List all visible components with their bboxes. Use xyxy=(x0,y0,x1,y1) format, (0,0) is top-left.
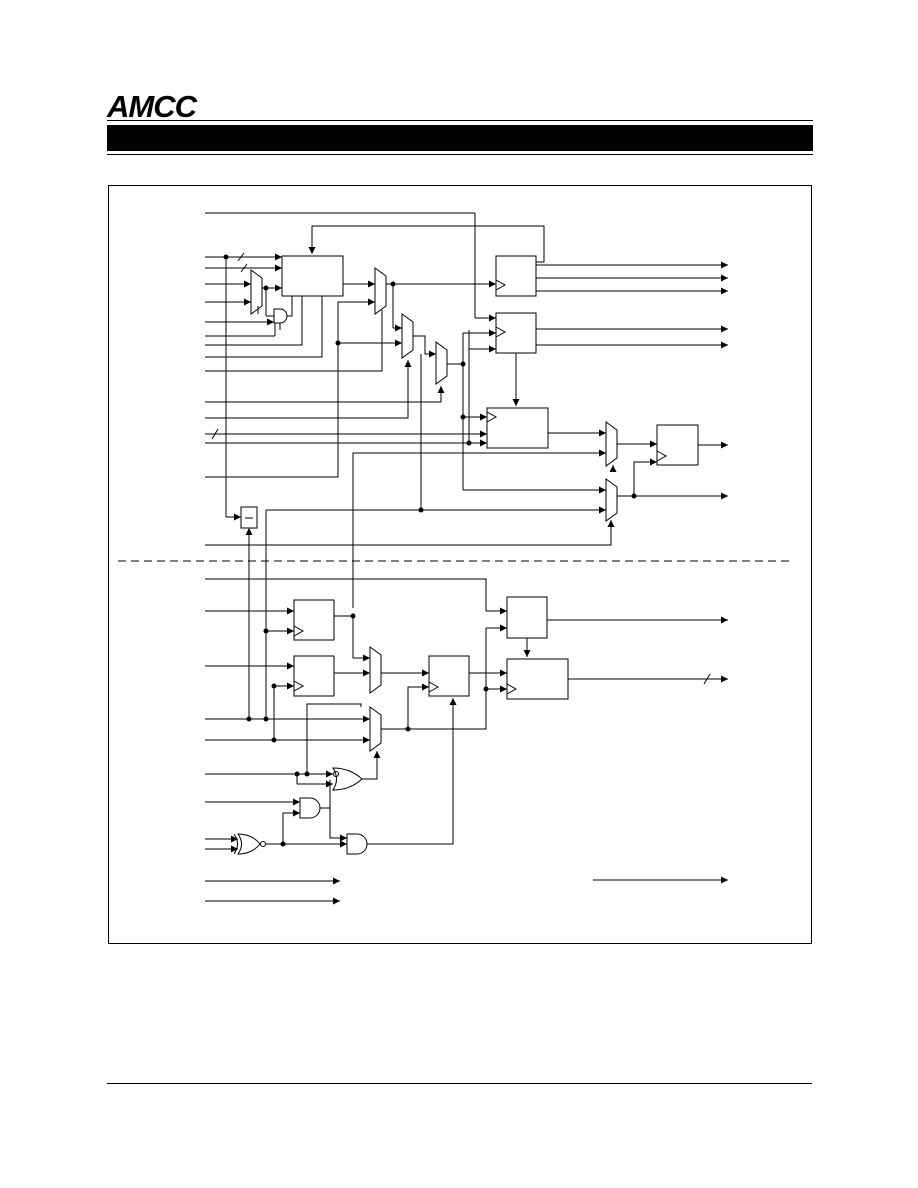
clock-triangle xyxy=(656,450,668,462)
mux xyxy=(605,478,618,522)
mux xyxy=(369,706,382,752)
lower-control-block xyxy=(506,596,548,639)
header-rule xyxy=(107,120,813,121)
mux xyxy=(401,313,414,359)
clock-triangle xyxy=(495,279,507,291)
clock-triangle xyxy=(486,411,498,423)
output-register-b xyxy=(495,312,537,354)
and-gate xyxy=(346,833,368,855)
figure-frame xyxy=(108,185,812,944)
mux xyxy=(374,267,387,315)
accumulator-register xyxy=(486,407,549,449)
mux xyxy=(605,421,618,467)
amcc-logo: AMCC xyxy=(107,89,197,124)
lower-output-register xyxy=(506,658,569,700)
final-output-register xyxy=(656,424,699,466)
header-bar xyxy=(107,125,813,151)
header-underline xyxy=(107,154,813,155)
and-gate xyxy=(273,308,288,324)
lower-register-a xyxy=(293,599,335,641)
lower-register-c xyxy=(428,655,470,697)
or-gate xyxy=(332,767,363,791)
output-register-a xyxy=(495,255,537,297)
mux xyxy=(250,269,263,315)
and-gate xyxy=(299,797,321,819)
xnor-gate xyxy=(237,833,261,855)
upper-control-block xyxy=(281,255,344,297)
mux xyxy=(369,646,382,694)
lower-register-b xyxy=(293,655,335,697)
clock-triangle xyxy=(495,326,507,338)
mux xyxy=(435,341,448,385)
footer-rule xyxy=(107,1083,812,1084)
